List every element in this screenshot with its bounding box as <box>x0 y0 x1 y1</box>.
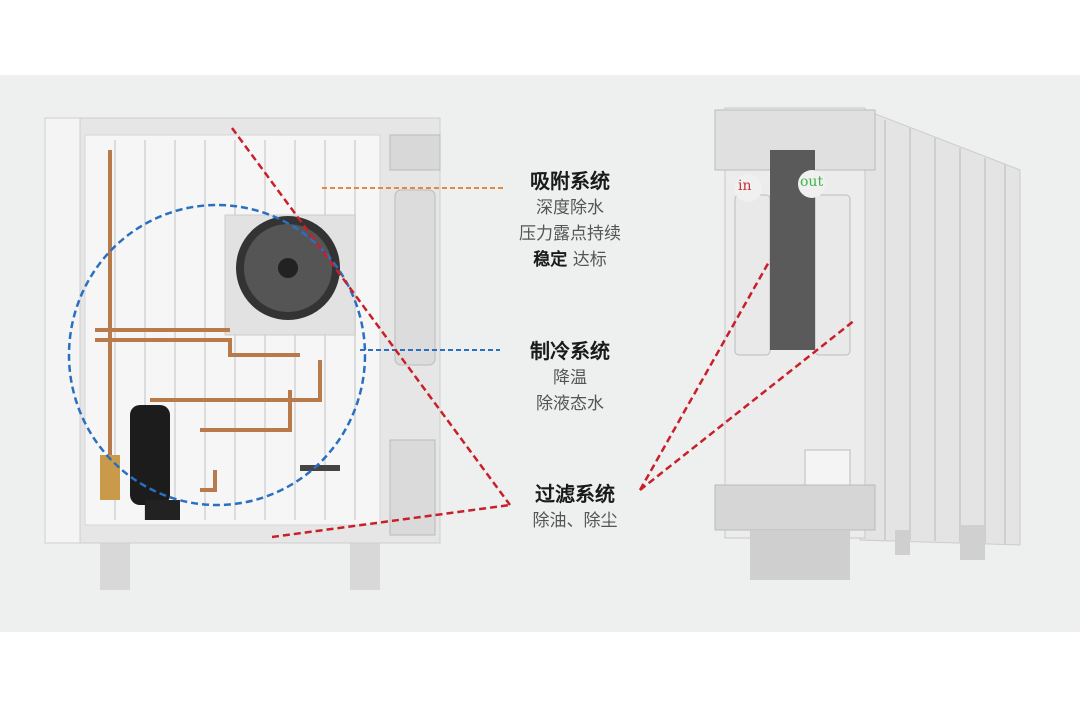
refrigeration-line-2: 除液态水 <box>536 394 604 414</box>
refrigeration-line-1: 降温 <box>553 368 587 388</box>
refrigeration-highlight-circle <box>67 203 367 507</box>
adsorption-title: 吸附系统 <box>530 169 610 193</box>
compressor <box>130 405 170 505</box>
filtration-callout-lines <box>230 127 856 539</box>
refrigeration-label: 制冷系统 降温 除液态水 <box>470 337 670 417</box>
filtration-title: 过滤系统 <box>535 482 615 506</box>
adsorption-rest: 达标 <box>567 250 607 270</box>
filtration-line-1: 除油、除尘 <box>532 511 618 531</box>
right-unit <box>714 107 1021 580</box>
adsorption-line-1: 深度除水 <box>536 198 604 218</box>
refrigeration-title: 制冷系统 <box>530 339 610 363</box>
adsorption-line-2: 压力露点持续 <box>519 224 621 244</box>
inlet-tag: in <box>738 178 752 194</box>
filtration-label: 过滤系统 除油、除尘 <box>475 480 675 534</box>
outlet-tag: out <box>800 174 824 190</box>
adsorption-bold: 稳定 <box>533 250 568 270</box>
adsorption-label: 吸附系统 深度除水 压力露点持续 稳定 达标 <box>470 167 670 273</box>
